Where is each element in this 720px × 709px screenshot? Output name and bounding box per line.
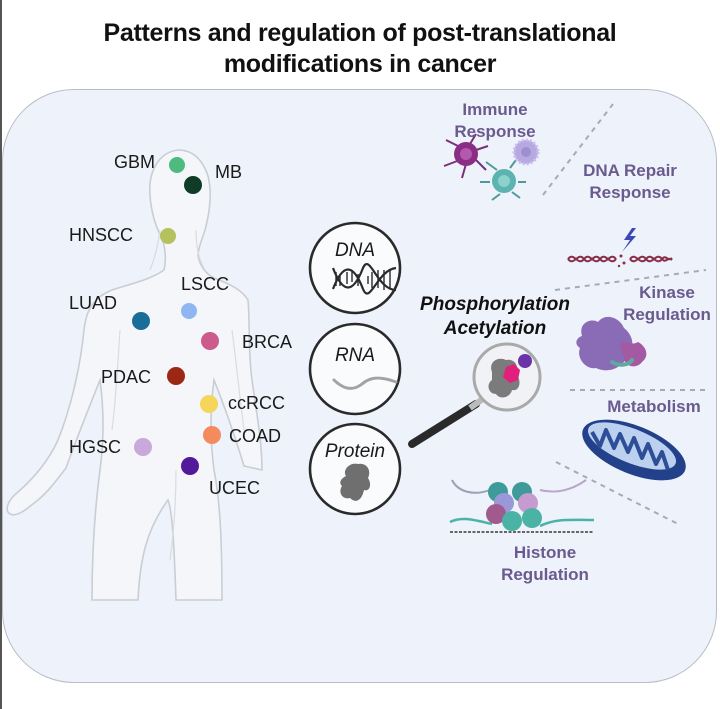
category-dna-repair-line1: DNA Repair bbox=[583, 161, 677, 180]
category-histone-regulation: Histone Regulation bbox=[490, 542, 600, 586]
dot-coad bbox=[203, 426, 221, 444]
rna-strand-icon bbox=[332, 376, 398, 390]
lightning-bolt-icon bbox=[622, 228, 636, 252]
category-kinase-regulation: Kinase Regulation bbox=[612, 282, 720, 326]
ptm-acetylation: Acetylation bbox=[443, 318, 547, 339]
dot-pdac bbox=[167, 367, 185, 385]
dashed-dividers bbox=[542, 103, 707, 526]
protein-icon bbox=[340, 463, 371, 501]
label-lscc: LSCC bbox=[181, 274, 230, 294]
dot-ucec bbox=[181, 457, 199, 475]
ptm-labels: Phosphorylation Acetylation bbox=[405, 293, 585, 341]
cancer-dot-markers bbox=[132, 157, 221, 475]
label-ucec: UCEC bbox=[209, 478, 261, 498]
category-kinase-line2: Regulation bbox=[623, 305, 711, 324]
immune-cells-icon bbox=[443, 133, 540, 201]
category-kinase-line1: Kinase bbox=[639, 283, 695, 302]
label-hnscc: HNSCC bbox=[69, 225, 134, 245]
dot-lscc bbox=[181, 303, 197, 319]
category-immune-line1: Immune bbox=[462, 100, 528, 119]
human-body-silhouette bbox=[6, 149, 263, 601]
mitochondria-icon bbox=[582, 419, 686, 481]
dot-brca bbox=[201, 332, 219, 350]
category-dna-repair: DNA Repair Response bbox=[570, 160, 690, 204]
label-coad: COAD bbox=[229, 426, 282, 446]
label-luad: LUAD bbox=[69, 293, 118, 313]
dot-luad bbox=[132, 312, 150, 330]
category-histone-line1: Histone bbox=[513, 543, 577, 562]
label-brca: BRCA bbox=[242, 332, 293, 352]
title-line-2: modifications in cancer bbox=[223, 50, 497, 78]
dot-ccrcc bbox=[200, 395, 218, 413]
dot-hgsc bbox=[134, 438, 152, 456]
dna-damage-icon bbox=[567, 228, 673, 268]
dna-circle bbox=[308, 221, 402, 315]
category-dna-repair-line2: Response bbox=[589, 183, 671, 202]
dot-mb bbox=[184, 176, 202, 194]
molecule-label-dna: DNA bbox=[334, 240, 376, 261]
label-pdac: PDAC bbox=[101, 367, 152, 387]
body-contour-lines bbox=[111, 229, 245, 561]
label-gbm: GBM bbox=[114, 152, 156, 172]
category-metabolism: Metabolism bbox=[596, 396, 712, 418]
ptm-phosphorylation: Phosphorylation bbox=[420, 294, 570, 315]
histone-icon bbox=[449, 479, 595, 533]
rna-circle bbox=[308, 322, 402, 416]
title-line-1: Patterns and regulation of post-translat… bbox=[103, 19, 617, 47]
label-hgsc: HGSC bbox=[69, 437, 122, 457]
dot-hnscc bbox=[160, 228, 176, 244]
label-mb: MB bbox=[215, 162, 242, 182]
category-metabolism-line1: Metabolism bbox=[607, 397, 701, 416]
dot-gbm bbox=[169, 157, 185, 173]
molecule-label-rna: RNA bbox=[334, 345, 376, 366]
category-immune-line2: Response bbox=[454, 122, 536, 141]
figure-title: Patterns and regulation of post-translat… bbox=[0, 18, 720, 80]
kinase-protein-icon bbox=[576, 316, 647, 371]
dna-helix-icon bbox=[331, 263, 397, 295]
magnifier-icon bbox=[408, 342, 542, 448]
frame-edge bbox=[0, 0, 2, 709]
label-ccrcc: ccRCC bbox=[228, 393, 285, 413]
molecule-label-protein: Protein bbox=[324, 441, 386, 462]
category-histone-line2: Regulation bbox=[501, 565, 589, 584]
category-immune-response: Immune Response bbox=[440, 99, 550, 143]
